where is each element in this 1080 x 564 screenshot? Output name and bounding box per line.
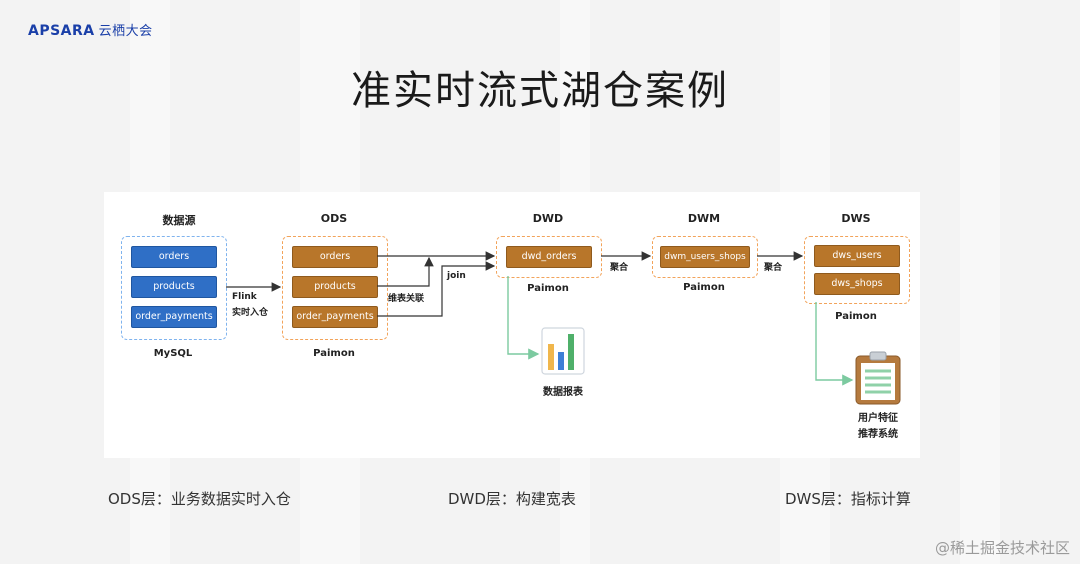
edge-ods-payments-dwd	[377, 261, 496, 317]
edge-label-join: join	[447, 271, 466, 281]
dws-node-users: dws_users	[814, 245, 900, 267]
edges-layer	[226, 251, 901, 405]
dws-node-shops: dws_shops	[814, 273, 900, 295]
rec-label-2: 推荐系统	[858, 429, 898, 440]
dwd-group	[496, 236, 602, 278]
bg-stripe	[960, 0, 1000, 564]
edge-label-flink-cn: 实时入仓	[232, 308, 269, 318]
dwm-group	[652, 236, 758, 278]
col-head-dwd: DWD	[532, 212, 564, 225]
caption-ods: ODS层：业务数据实时入仓	[108, 490, 291, 508]
ods-node-orders: orders	[292, 246, 378, 268]
rec-label-1: 用户特征	[858, 413, 898, 424]
edge-dwd-report	[507, 276, 540, 360]
source-node-products: products	[131, 276, 217, 298]
logo-text: APSARA	[28, 23, 95, 39]
col-head-ods: ODS	[320, 212, 348, 225]
dwm-label: Paimon	[683, 282, 725, 293]
col-head-dwm: DWM	[687, 212, 721, 225]
diagram-panel: 数据源 ODS DWD DWM DWS orders products orde…	[104, 192, 920, 458]
dwd-node: dwd_orders	[506, 246, 592, 268]
edge-label-agg2: 聚合	[764, 263, 783, 273]
caption-dwd: DWD层：构建宽表	[448, 490, 576, 508]
dws-label: Paimon	[835, 311, 877, 322]
source-node-orders: orders	[131, 246, 217, 268]
ods-label: Paimon	[313, 348, 355, 359]
ods-node-products: products	[292, 276, 378, 298]
source-label: MySQL	[153, 348, 193, 359]
col-head-source: 数据源	[162, 214, 196, 227]
dwm-node: dwm_users_shops	[660, 246, 750, 268]
ods-group	[282, 236, 388, 340]
clipboard-icon	[855, 351, 901, 405]
logo-cn: 云栖大会	[98, 24, 153, 39]
page-title: 准实时流式湖仓案例	[351, 68, 729, 114]
col-head-dws: DWS	[841, 212, 871, 225]
watermark: @稀土掘金技术社区	[934, 539, 1070, 557]
edge-label-agg1: 聚合	[610, 263, 629, 273]
edge-label-dim-join: 维表关联	[388, 294, 425, 304]
dws-group	[804, 236, 910, 304]
report-icon	[541, 327, 585, 375]
source-node-order-payments: order_payments	[131, 306, 217, 328]
report-label: 数据报表	[543, 387, 583, 398]
edge-ods-products-join	[377, 256, 434, 287]
dwd-label: Paimon	[527, 283, 569, 294]
caption-dws: DWS层：指标计算	[785, 490, 911, 508]
ods-node-order-payments: order_payments	[292, 306, 378, 328]
edge-label-flink: Flink	[232, 292, 257, 302]
edge-dws-rec	[815, 302, 854, 386]
source-group	[121, 236, 227, 340]
